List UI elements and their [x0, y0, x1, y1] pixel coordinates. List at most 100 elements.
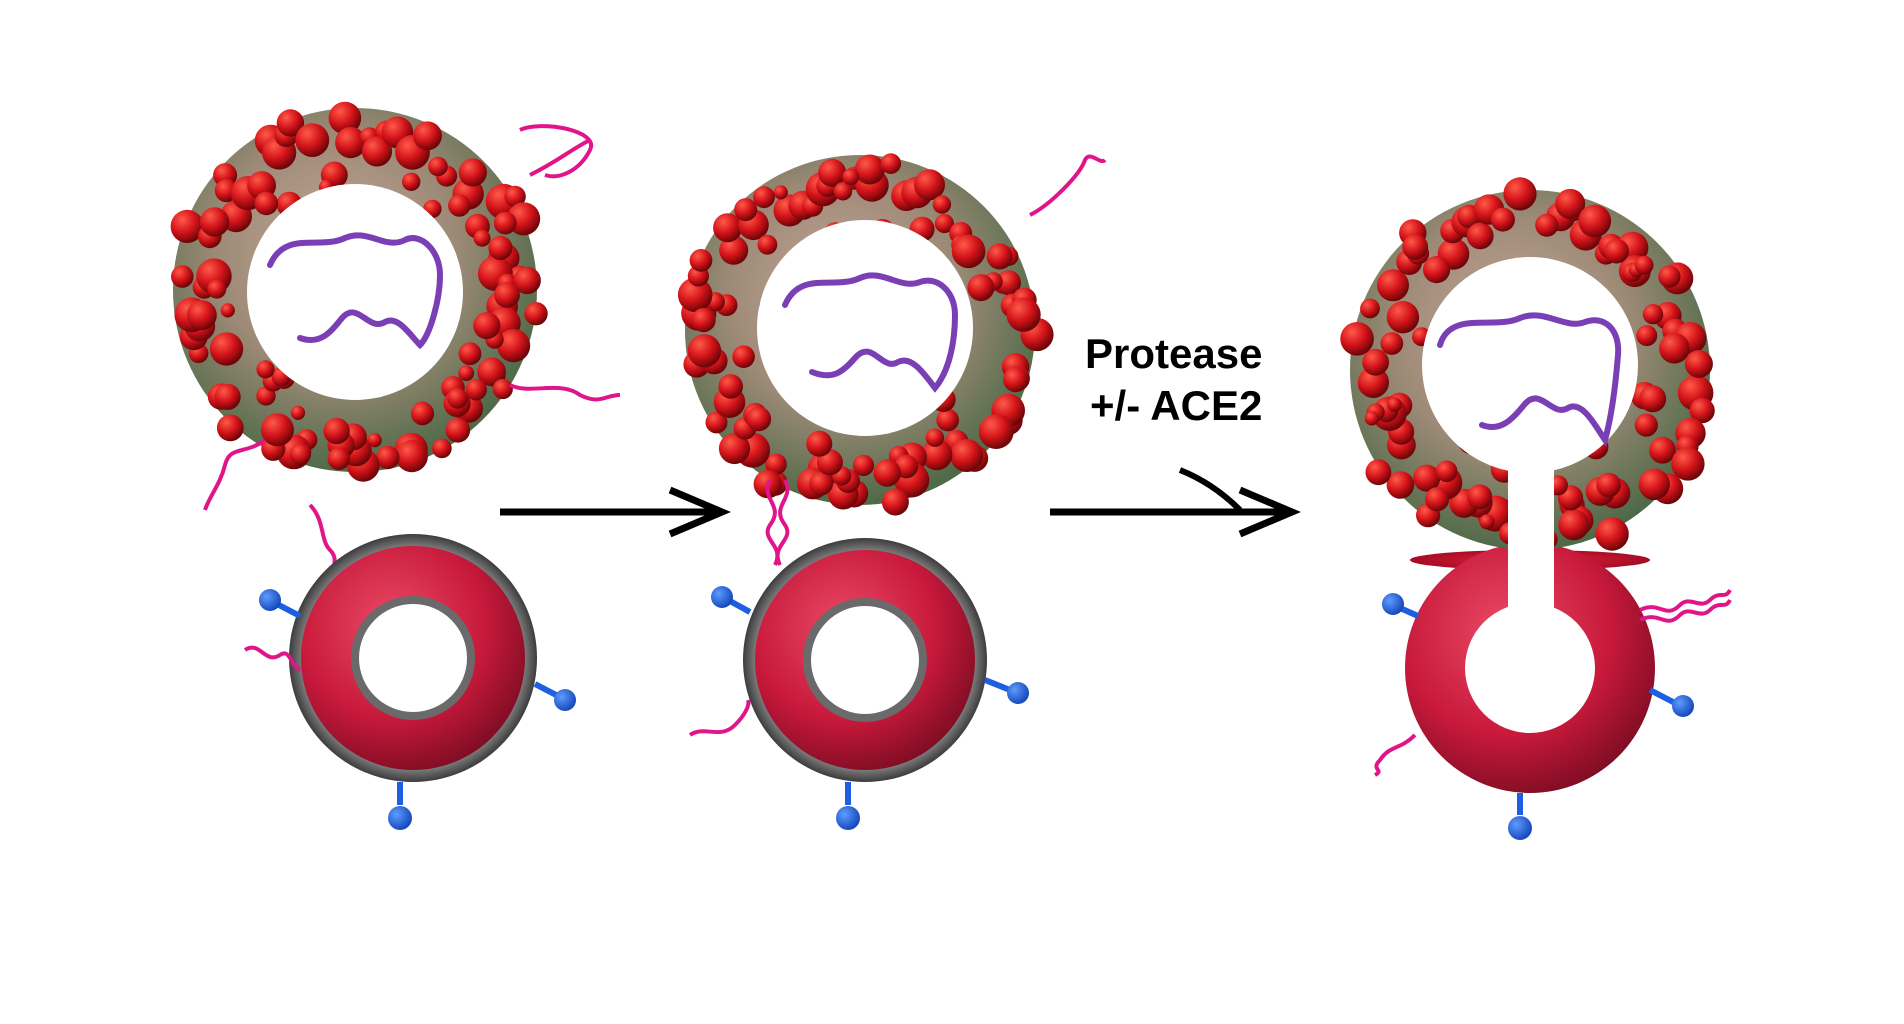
spike-protein [410, 402, 435, 426]
spike-protein [1357, 366, 1389, 398]
spike-protein [1634, 413, 1658, 437]
spike-protein [806, 430, 833, 457]
spike-protein [1377, 269, 1409, 302]
spike-protein [492, 378, 513, 400]
spike-protein [1684, 350, 1713, 378]
spike-protein [1365, 459, 1392, 486]
step-label: Protease +/- ACE2 [1085, 330, 1262, 429]
spike-protein [1360, 298, 1380, 319]
glycan-icon [519, 124, 594, 179]
spike-protein [1689, 398, 1715, 424]
spike-protein [691, 308, 716, 333]
spike-protein [1386, 301, 1420, 334]
spike-protein [473, 312, 501, 340]
spike-protein [1466, 222, 1494, 250]
spike-protein [734, 198, 758, 222]
spike-protein [170, 209, 204, 243]
glycan-icon [1639, 598, 1732, 623]
spike-protein [395, 440, 428, 473]
spike-protein [1362, 348, 1389, 376]
step-label-line1: Protease [1085, 330, 1262, 377]
spike-protein [1006, 297, 1041, 332]
spike-protein [852, 454, 875, 476]
spike-protein [524, 302, 548, 326]
spike-protein [1671, 447, 1705, 481]
spike-protein [773, 185, 788, 200]
spike-protein [854, 154, 885, 185]
spike-protein [677, 277, 713, 313]
spike-protein [705, 411, 728, 434]
spike-protein [880, 153, 902, 174]
spike-protein [718, 374, 743, 399]
host-cell-2 [743, 538, 987, 782]
curved-arrow-icon [1178, 467, 1243, 513]
panel-2 [677, 153, 1107, 830]
glycan-icon [509, 383, 621, 402]
spike-protein [1003, 367, 1029, 393]
spike-protein [1639, 385, 1667, 413]
spike-protein [932, 195, 952, 214]
spike-protein [289, 443, 311, 465]
rna-icon [782, 272, 959, 393]
spike-protein [914, 169, 945, 201]
spike-protein [718, 432, 751, 465]
spike-protein [1364, 411, 1380, 426]
step-label-line2: +/- ACE2 [1090, 382, 1262, 429]
receptor-icon [388, 782, 412, 830]
panel-1 [170, 101, 621, 830]
spike-protein [1596, 472, 1621, 498]
spike-protein [1340, 322, 1374, 356]
glycan-icon [308, 503, 337, 577]
spike-protein [323, 417, 350, 445]
spike-protein [1604, 238, 1629, 264]
receptor-icon [259, 589, 302, 619]
spike-protein [1578, 204, 1612, 238]
glycan-icon [765, 479, 780, 566]
spike-protein [719, 235, 749, 265]
spike-protein [687, 334, 722, 368]
glycan-icon [1639, 588, 1732, 613]
spike-protein [1387, 397, 1402, 412]
spike-protein [1479, 514, 1495, 530]
spike-protein [447, 388, 468, 409]
spike-protein [1658, 265, 1681, 288]
glycan-icon [688, 699, 751, 737]
spike-protein [493, 211, 517, 235]
spike-protein [504, 185, 526, 208]
spike-protein [295, 123, 330, 157]
spike-protein [171, 265, 194, 288]
spike-protein [432, 438, 452, 459]
glycan-icon [203, 438, 267, 511]
spike-protein [967, 274, 995, 302]
spike-protein [1425, 487, 1450, 512]
rna-icon [267, 232, 444, 350]
host-cell-3 [1405, 543, 1655, 793]
spike-protein [402, 172, 421, 191]
spike-protein [1558, 509, 1590, 541]
rna-icon [1437, 312, 1622, 448]
virus-core-window [1422, 257, 1638, 473]
spike-protein [1659, 333, 1690, 364]
spike-protein [818, 158, 847, 187]
spike-protein [488, 235, 513, 260]
spike-protein [1435, 460, 1458, 483]
spike-protein [1380, 332, 1404, 355]
cell-ring-hole [359, 604, 467, 712]
spike-protein [996, 270, 1021, 296]
panel-3 [1340, 177, 1732, 840]
glycan-icon [1373, 733, 1417, 777]
spike-protein [428, 156, 448, 177]
spike-protein [842, 168, 860, 186]
spike-protein [765, 453, 787, 476]
receptor-icon [1382, 593, 1420, 619]
receptor-icon [1508, 793, 1532, 840]
spike-protein [477, 357, 506, 387]
cell-ring-hole [1465, 603, 1595, 733]
spike-protein [254, 191, 279, 216]
spike-protein [496, 329, 531, 363]
spike-protein [494, 282, 520, 308]
host-cell-1 [289, 534, 537, 782]
virus-particle-1 [170, 101, 594, 482]
spike-protein [187, 300, 217, 331]
